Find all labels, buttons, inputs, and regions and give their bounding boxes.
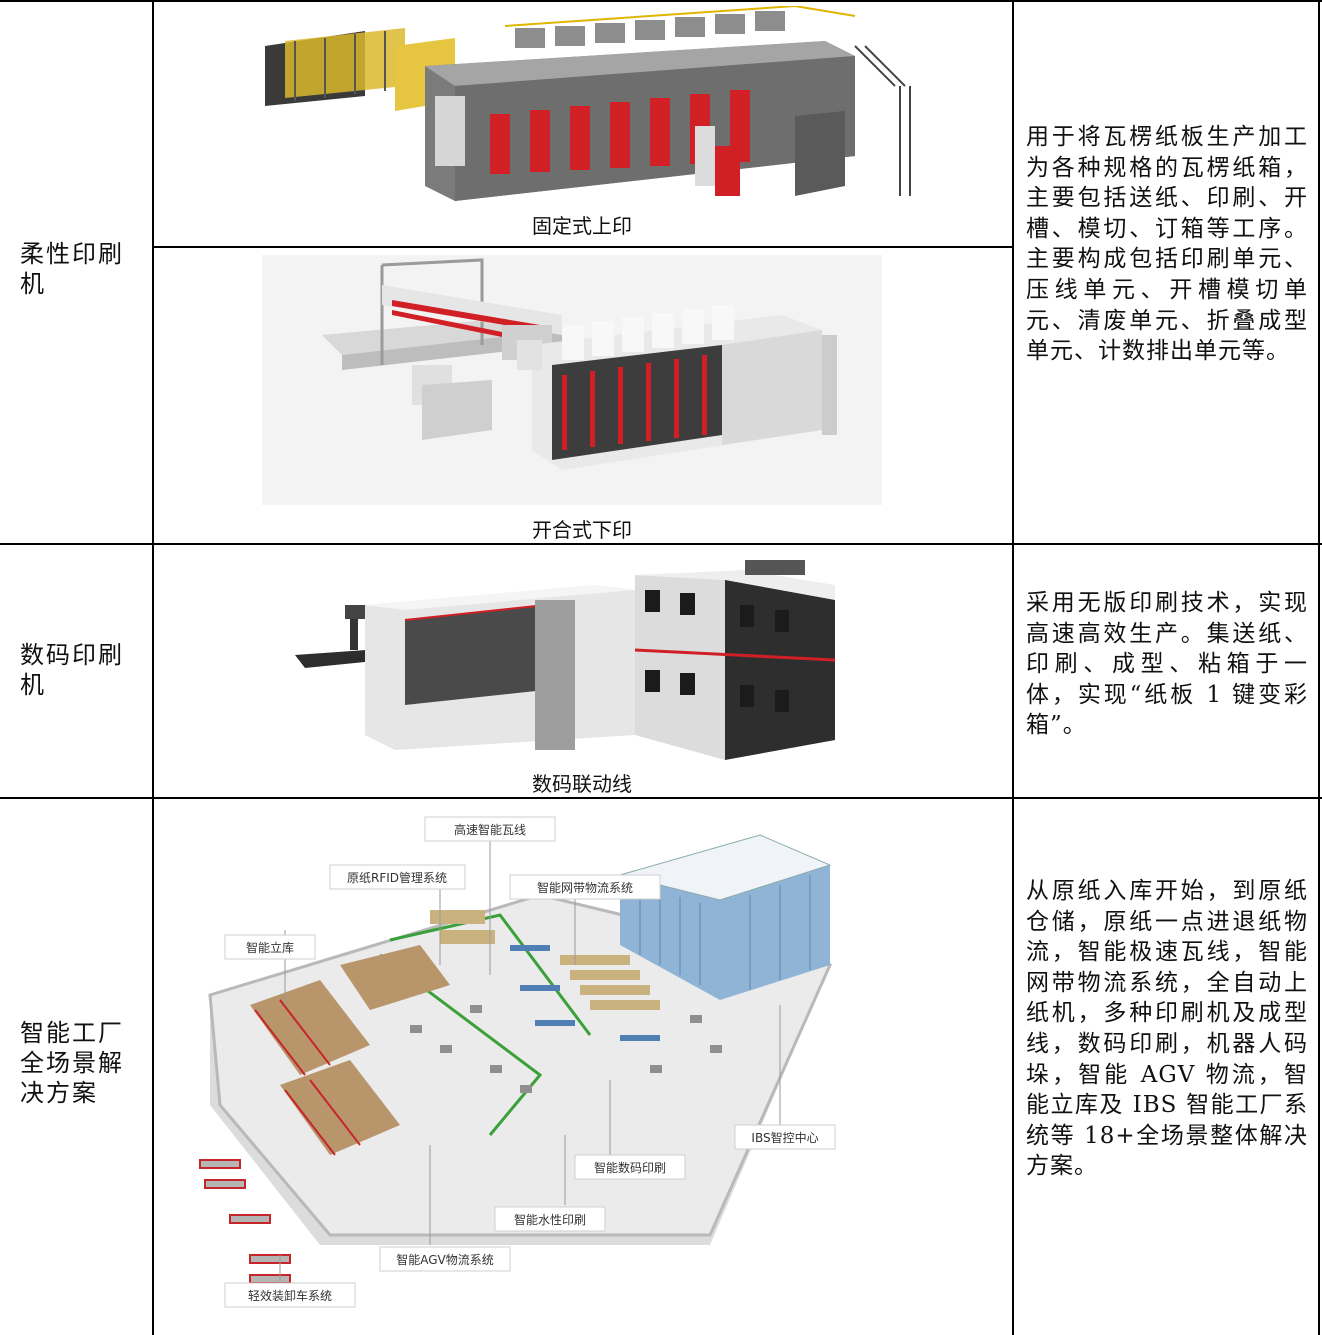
description-smart-factory: 从原纸入库开始，到原纸仓储，原纸一点进退纸物流，智能极速瓦线，智能网带物流系统，… — [1026, 878, 1308, 1180]
table-col-line-1 — [152, 0, 154, 1335]
caption-fixed-top-print: 固定式上印 — [532, 214, 632, 238]
row-label-smart-factory: 智能工厂 全场景解 决方案 — [20, 1019, 124, 1107]
description-flexo: 用于将瓦楞纸板生产加工为各种规格的瓦楞纸箱，主要包括送纸、印刷、开槽、模切、订箱… — [1026, 124, 1308, 365]
caption-digital-line: 数码联动线 — [532, 772, 632, 796]
table-row-line-2 — [0, 797, 1322, 799]
table-border-top — [0, 0, 1322, 2]
tag-rfid: 原纸RFID管理系统 — [347, 870, 447, 885]
machine-image-digital-line — [295, 560, 855, 765]
caption-opening-lower-print: 开合式下印 — [532, 518, 632, 542]
table-border-right — [1318, 0, 1320, 1335]
tag-ibs-center: IBS智控中心 — [751, 1130, 818, 1145]
tag-mesh-belt: 智能网带物流系统 — [537, 880, 633, 895]
tag-loading: 轻效装卸车系统 — [248, 1288, 332, 1303]
machine-image-opening-lower-print — [262, 255, 882, 505]
factory-tag-labels: 高速智能瓦线 原纸RFID管理系统 智能网带物流系统 智能立库 IBS智控中心 … — [246, 822, 819, 1303]
tag-digital-print: 智能数码印刷 — [594, 1160, 666, 1175]
table-col-line-2 — [1012, 0, 1014, 1335]
tag-agv: 智能AGV物流系统 — [396, 1252, 494, 1267]
tag-smart-warehouse: 智能立库 — [246, 940, 294, 955]
row-label-flexo: 柔性印刷 机 — [20, 240, 124, 298]
table-row-line-1 — [0, 543, 1322, 545]
machine-image-fixed-top-print — [255, 6, 915, 206]
factory-layout-image: 高速智能瓦线 原纸RFID管理系统 智能网带物流系统 智能立库 IBS智控中心 … — [190, 805, 870, 1335]
tag-high-speed-line: 高速智能瓦线 — [454, 822, 526, 837]
row-label-digital: 数码印刷 机 — [20, 641, 124, 699]
subrow-divider — [152, 246, 1012, 248]
tag-water-print: 智能水性印刷 — [514, 1212, 586, 1227]
description-digital: 采用无版印刷技术，实现高速高效生产。集送纸、印刷、成型、粘箱于一体，实现“纸板 … — [1026, 590, 1308, 739]
